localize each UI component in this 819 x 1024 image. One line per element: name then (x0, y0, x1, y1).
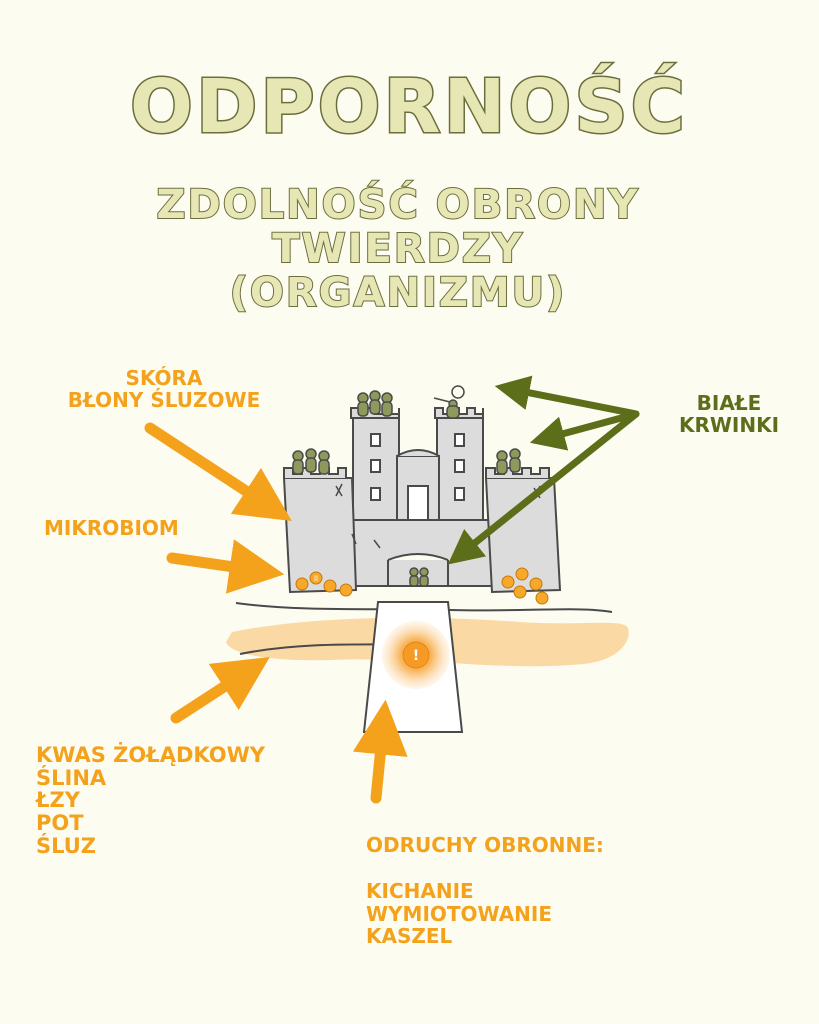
soldiers-back-left-tower (357, 390, 393, 417)
soldiers-left-tower (292, 448, 330, 475)
arrow-wbc-top (494, 375, 640, 418)
subtitle: ZDOLNOŚĆ OBRONY TWIERDZY (ORGANIZMU) (155, 179, 639, 317)
green-arrows (447, 375, 640, 565)
white-blood-cells (292, 385, 521, 587)
fluid-item: KWAS ŻOŁĄDKOWY (36, 743, 265, 767)
fluid-item: ŚLUZ (36, 833, 97, 858)
label-white-cells-line-2: KRWINKI (678, 413, 780, 438)
label-reflexes: ODRUCHY OBRONNE: KICHANIE WYMIOTOWANIE K… (366, 834, 604, 948)
label-fluids: KWAS ŻOŁĄDKOWY ŚLINA ŁZY POT ŚLUZ (36, 744, 265, 857)
arrow-wbc-right (529, 410, 640, 451)
fluid-item: POT (36, 811, 84, 836)
arrow-microbiome (166, 539, 285, 594)
arrow-skin (144, 422, 292, 522)
microbe-symbol: ll (314, 575, 318, 583)
reflex-item: KICHANIE (366, 879, 474, 904)
reflexes-title: ODRUCHY OBRONNE: (366, 833, 604, 857)
fluid-item: ŁZY (36, 788, 80, 813)
page-title: ODPORNOŚĆ (130, 62, 688, 150)
soldier-back-right-tower (433, 385, 465, 419)
label-skin-line-1: SKÓRA (125, 366, 203, 390)
gate-passage: ! (362, 601, 464, 733)
soldiers-right-tower (496, 448, 521, 475)
subtitle-line-2: TWIERDZY (272, 226, 524, 272)
arrow-wbc-gate (447, 410, 640, 565)
label-microbiome: MIKROBIOM (44, 516, 179, 540)
castle (282, 407, 562, 594)
label-white-cells-line-1: BIAŁE (696, 391, 762, 415)
arrow-fluids (170, 657, 270, 724)
label-skin-line-2: BŁONY ŚLUZOWE (67, 388, 261, 413)
subtitle-line-1: ZDOLNOŚĆ OBRONY (156, 180, 639, 228)
label-skin: SKÓRA BŁONY ŚLUZOWE (44, 367, 284, 412)
alarm-symbol: ! (413, 648, 419, 664)
microbiome-microbes: ll (295, 567, 549, 605)
reflex-item: KASZEL (366, 924, 453, 949)
reflex-item: WYMIOTOWANIE (366, 901, 553, 926)
label-white-cells: BIAŁE KRWINKI (654, 392, 804, 437)
fluid-item: ŚLINA (36, 765, 107, 790)
subtitle-line-3: (ORGANIZMU) (230, 270, 567, 316)
arrow-reflexes (352, 699, 408, 804)
soldiers-gate (409, 567, 429, 587)
orange-arrows (144, 422, 408, 804)
